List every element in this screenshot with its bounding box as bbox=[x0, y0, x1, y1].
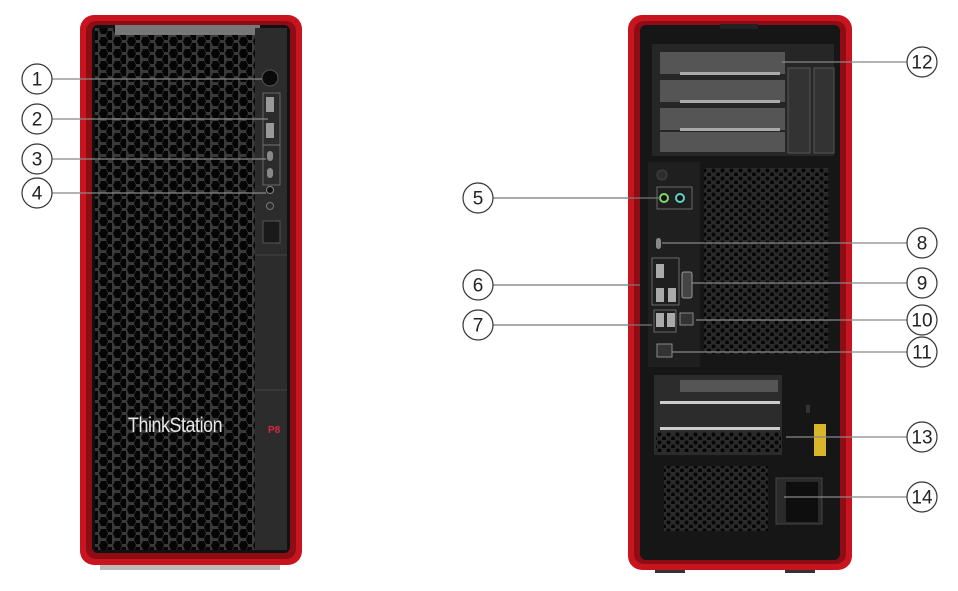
callout-number: 11 bbox=[912, 343, 932, 364]
callout-4: 4 bbox=[21, 177, 266, 209]
front-audio-jack bbox=[266, 186, 274, 194]
callout-number: 1 bbox=[32, 70, 43, 91]
callout-number: 3 bbox=[32, 150, 43, 171]
rear-audio-jack-teal bbox=[675, 193, 685, 203]
callout-circle bbox=[21, 143, 53, 175]
callout-2: 2 bbox=[21, 103, 268, 135]
callout-10: 10 bbox=[696, 304, 938, 336]
callout-8: 8 bbox=[662, 227, 938, 259]
front-usb-c-port bbox=[267, 151, 273, 161]
thinkstation-logo: ThinkStation bbox=[128, 414, 223, 437]
callout-circle bbox=[462, 309, 494, 341]
callout-number: 14 bbox=[911, 488, 933, 509]
callout-9: 9 bbox=[692, 267, 938, 299]
callout-circle bbox=[906, 336, 938, 368]
callout-circle bbox=[21, 177, 53, 209]
callout-number: 13 bbox=[911, 428, 932, 449]
ethernet-port bbox=[679, 312, 694, 326]
callout-circle bbox=[906, 46, 938, 78]
front-usb-a-port bbox=[266, 97, 274, 112]
front-io-panel bbox=[255, 28, 287, 550]
callout-12: 12 bbox=[782, 46, 938, 78]
callout-circle bbox=[906, 304, 938, 336]
rear-vent bbox=[704, 168, 828, 354]
callout-circle bbox=[906, 267, 938, 299]
rear-view bbox=[628, 15, 852, 573]
callout-number: 9 bbox=[917, 274, 928, 295]
warning-label bbox=[814, 424, 826, 456]
callout-11: 11 bbox=[672, 336, 938, 368]
callout-number: 5 bbox=[473, 189, 484, 210]
callout-number: 12 bbox=[911, 53, 932, 74]
callout-circle bbox=[462, 182, 494, 214]
callout-circle bbox=[21, 103, 53, 135]
callout-circle bbox=[906, 421, 938, 453]
front-mesh-grille bbox=[95, 28, 257, 550]
callout-3: 3 bbox=[21, 143, 266, 175]
front-usb-a-port bbox=[266, 123, 274, 138]
ethernet-port bbox=[656, 343, 673, 358]
model-badge: P8 bbox=[268, 425, 281, 436]
callout-7: 7 bbox=[462, 309, 652, 341]
power-button[interactable] bbox=[261, 69, 279, 87]
callout-number: 4 bbox=[32, 184, 43, 205]
callout-circle bbox=[906, 481, 938, 513]
callout-1: 1 bbox=[21, 63, 262, 95]
callout-circle bbox=[462, 269, 494, 301]
rear-audio-jack-green bbox=[659, 193, 669, 203]
serial-port bbox=[681, 271, 693, 299]
callout-number: 2 bbox=[32, 110, 43, 131]
callout-circle bbox=[906, 227, 938, 259]
callout-number: 6 bbox=[473, 276, 484, 297]
callout-6: 6 bbox=[462, 269, 640, 301]
callout-number: 7 bbox=[473, 316, 484, 337]
callout-number: 10 bbox=[911, 311, 932, 332]
rear-usb-c-port bbox=[656, 238, 661, 249]
callout-circle bbox=[21, 63, 53, 95]
callout-number: 8 bbox=[917, 234, 928, 255]
front-usb-c-port bbox=[267, 168, 273, 178]
front-view bbox=[80, 15, 302, 570]
callout-5: 5 bbox=[462, 182, 660, 214]
callout-13: 13 bbox=[786, 421, 938, 453]
callout-14: 14 bbox=[784, 481, 938, 513]
